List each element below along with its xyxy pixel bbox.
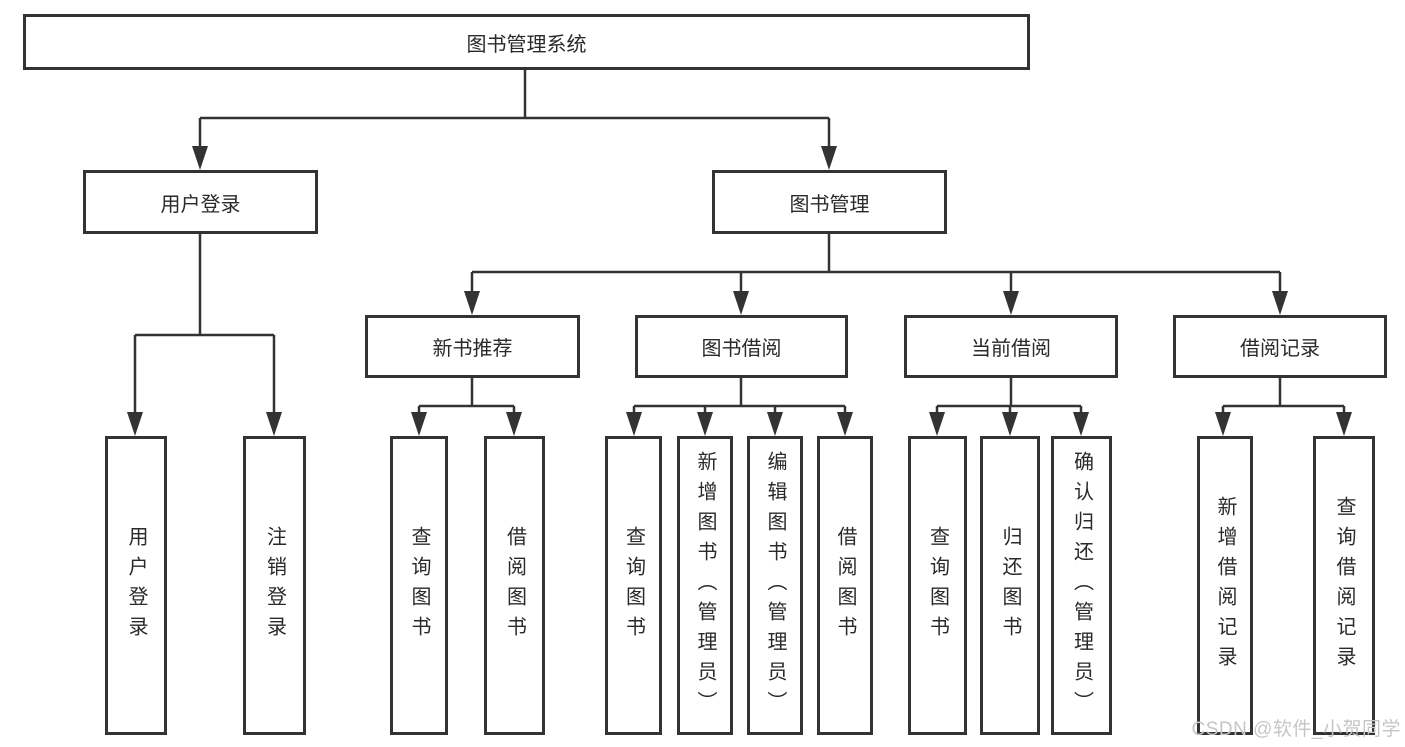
node-label: 借阅图书 — [503, 525, 526, 646]
node-library-management-system: 图书管理系统 — [23, 14, 1030, 70]
leaf-edit-books-admin: 编辑图书（管理员） — [747, 436, 803, 735]
node-label: 注销登录 — [263, 525, 286, 646]
leaf-confirm-return-admin: 确认归还（管理员） — [1051, 436, 1112, 735]
leaf-search-books-borrow: 查询图书 — [605, 436, 662, 735]
node-label: 编辑图书（管理员） — [764, 450, 786, 721]
node-borrowing-records: 借阅记录 — [1173, 315, 1387, 378]
node-user-login: 用户登录 — [83, 170, 318, 234]
leaf-user-login: 用户登录 — [105, 436, 167, 735]
node-label: 用户登录 — [160, 193, 241, 216]
leaf-return-books: 归还图书 — [980, 436, 1040, 735]
node-label: 查询图书 — [408, 525, 430, 646]
node-label: 归还图书 — [999, 525, 1021, 646]
leaf-borrow-books: 借阅图书 — [817, 436, 873, 735]
node-label: 图书管理 — [789, 193, 870, 216]
node-label: 图书借阅 — [701, 338, 782, 360]
leaf-add-borrow-record: 新增借阅记录 — [1197, 436, 1253, 735]
leaf-logout: 注销登录 — [243, 436, 306, 735]
leaf-add-books-admin: 新增图书（管理员） — [677, 436, 733, 735]
node-label: 用户登录 — [125, 525, 147, 646]
node-label: 查询图书 — [622, 525, 645, 646]
node-label: 查询借阅记录 — [1333, 495, 1355, 676]
leaf-borrow-books-recommend: 借阅图书 — [484, 436, 545, 735]
node-label: 新增图书（管理员） — [694, 450, 716, 721]
node-label: 确认归还（管理员） — [1070, 450, 1093, 721]
node-current-borrowing: 当前借阅 — [904, 315, 1118, 378]
node-label: 新增借阅记录 — [1214, 495, 1236, 676]
leaf-search-books-current: 查询图书 — [908, 436, 967, 735]
leaf-search-books-recommend: 查询图书 — [390, 436, 448, 735]
node-book-borrowing: 图书借阅 — [635, 315, 848, 378]
node-label: 新书推荐 — [432, 338, 513, 360]
node-label: 查询图书 — [926, 525, 949, 646]
node-label: 图书管理系统 — [466, 33, 587, 56]
node-label: 借阅记录 — [1240, 338, 1320, 360]
node-new-book-recommend: 新书推荐 — [365, 315, 580, 378]
leaf-search-borrow-record: 查询借阅记录 — [1313, 436, 1375, 735]
node-book-management: 图书管理 — [712, 170, 947, 234]
node-label: 借阅图书 — [834, 525, 856, 646]
node-label: 当前借阅 — [971, 338, 1051, 360]
